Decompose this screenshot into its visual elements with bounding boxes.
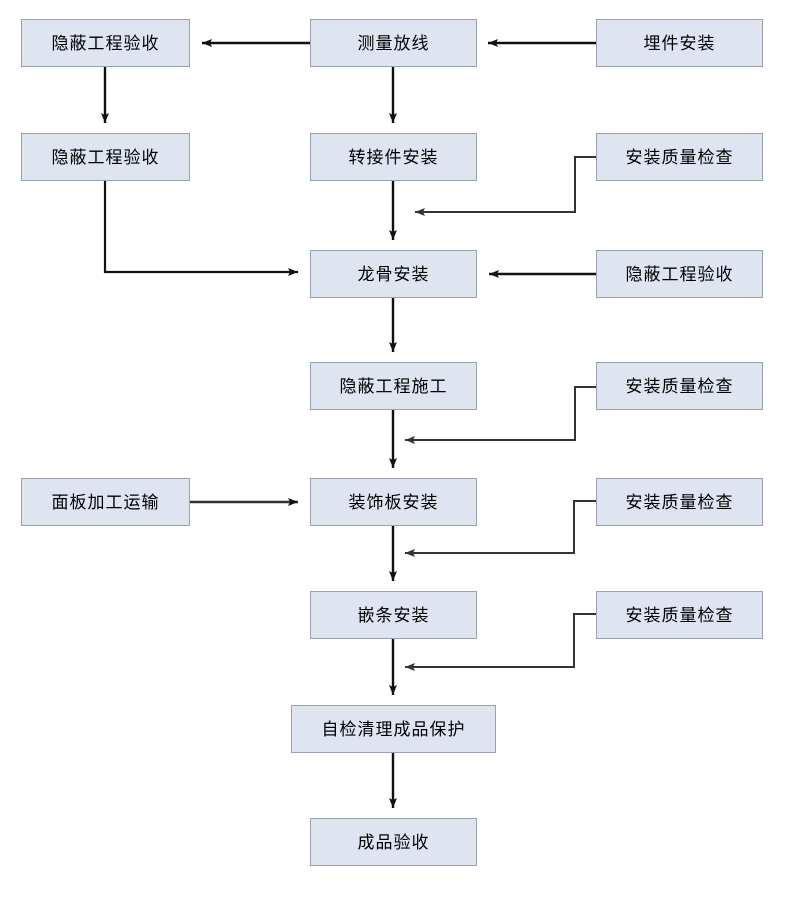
node-qiantiao-anzhuang[interactable]: 嵌条安装	[310, 591, 477, 639]
node-label: 自检清理成品保护	[321, 719, 466, 739]
node-label: 隐蔽工程施工	[339, 376, 448, 396]
node-anzhuang-zhiliang-jiancha-3[interactable]: 安装质量检查	[596, 478, 763, 526]
node-label: 成品验收	[357, 832, 430, 852]
node-zijian-qingli-chengpin-baohu[interactable]: 自检清理成品保护	[291, 705, 496, 753]
node-yinbi-gongcheng-yanshou-2[interactable]: 隐蔽工程验收	[21, 133, 190, 181]
node-yinbi-gongcheng-shigong[interactable]: 隐蔽工程施工	[310, 362, 477, 410]
node-label: 隐蔽工程验收	[51, 147, 160, 167]
node-label: 龙骨安装	[357, 264, 430, 284]
node-zhuanjiejian-anzhuang[interactable]: 转接件安装	[310, 133, 477, 181]
node-label: 安装质量检查	[625, 147, 734, 167]
node-label: 测量放线	[357, 33, 430, 53]
node-label: 嵌条安装	[357, 605, 430, 625]
node-label: 装饰板安装	[348, 492, 439, 512]
node-label: 安装质量检查	[625, 492, 734, 512]
node-celiang-fangxian[interactable]: 测量放线	[310, 19, 477, 67]
edge-yanshou2-to-longgu	[103, 181, 298, 276]
node-label: 安装质量检查	[625, 605, 734, 625]
node-label: 面板加工运输	[51, 492, 160, 512]
node-label: 安装质量检查	[625, 376, 734, 396]
node-yinbi-gongcheng-yanshou-3[interactable]: 隐蔽工程验收	[596, 250, 763, 298]
node-maijian-anzhuang[interactable]: 埋件安装	[596, 19, 763, 67]
node-label: 隐蔽工程验收	[51, 33, 160, 53]
node-yinbi-gongcheng-yanshou-1[interactable]: 隐蔽工程验收	[21, 19, 190, 67]
node-label: 埋件安装	[643, 33, 716, 53]
node-mianban-jiagong-yunshu[interactable]: 面板加工运输	[21, 478, 190, 526]
node-anzhuang-zhiliang-jiancha-4[interactable]: 安装质量检查	[596, 591, 763, 639]
node-longgu-anzhuang[interactable]: 龙骨安装	[310, 250, 477, 298]
node-label: 转接件安装	[348, 147, 439, 167]
node-anzhuang-zhiliang-jiancha-2[interactable]: 安装质量检查	[596, 362, 763, 410]
node-chengpin-yanshou[interactable]: 成品验收	[310, 818, 477, 866]
node-anzhuang-zhiliang-jiancha-1[interactable]: 安装质量检查	[596, 133, 763, 181]
node-zhuangshiban-anzhuang[interactable]: 装饰板安装	[310, 478, 477, 526]
node-label: 隐蔽工程验收	[625, 264, 734, 284]
